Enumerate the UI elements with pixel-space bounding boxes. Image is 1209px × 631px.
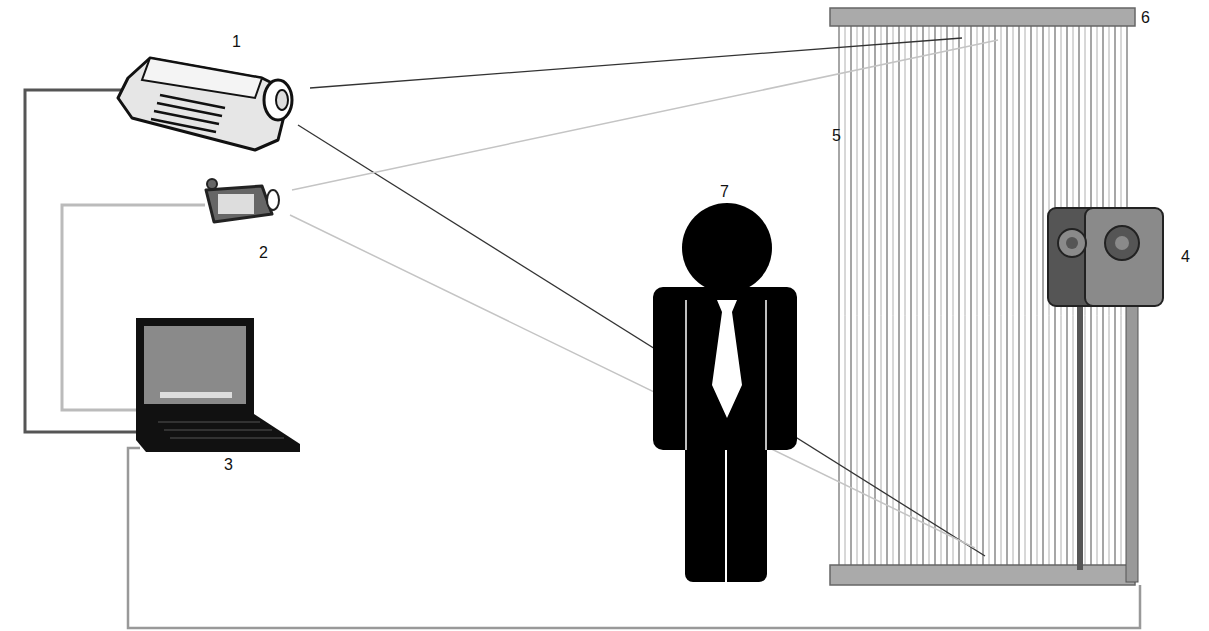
callout-number: 7	[720, 184, 729, 200]
speaker	[1048, 208, 1163, 582]
callout-number: 4	[1181, 249, 1190, 265]
person	[653, 203, 797, 582]
callout-number: 5	[832, 128, 841, 144]
callout-number: 2	[259, 245, 268, 261]
callout-number: 3	[224, 457, 233, 473]
callout-number: 1	[232, 34, 241, 50]
callout-number: 6	[1141, 10, 1150, 26]
projector	[118, 58, 292, 150]
laptop	[136, 318, 300, 452]
frame-bottom	[830, 565, 1135, 585]
view-lines	[290, 38, 998, 556]
camera	[206, 179, 279, 222]
frame-top	[830, 8, 1135, 26]
